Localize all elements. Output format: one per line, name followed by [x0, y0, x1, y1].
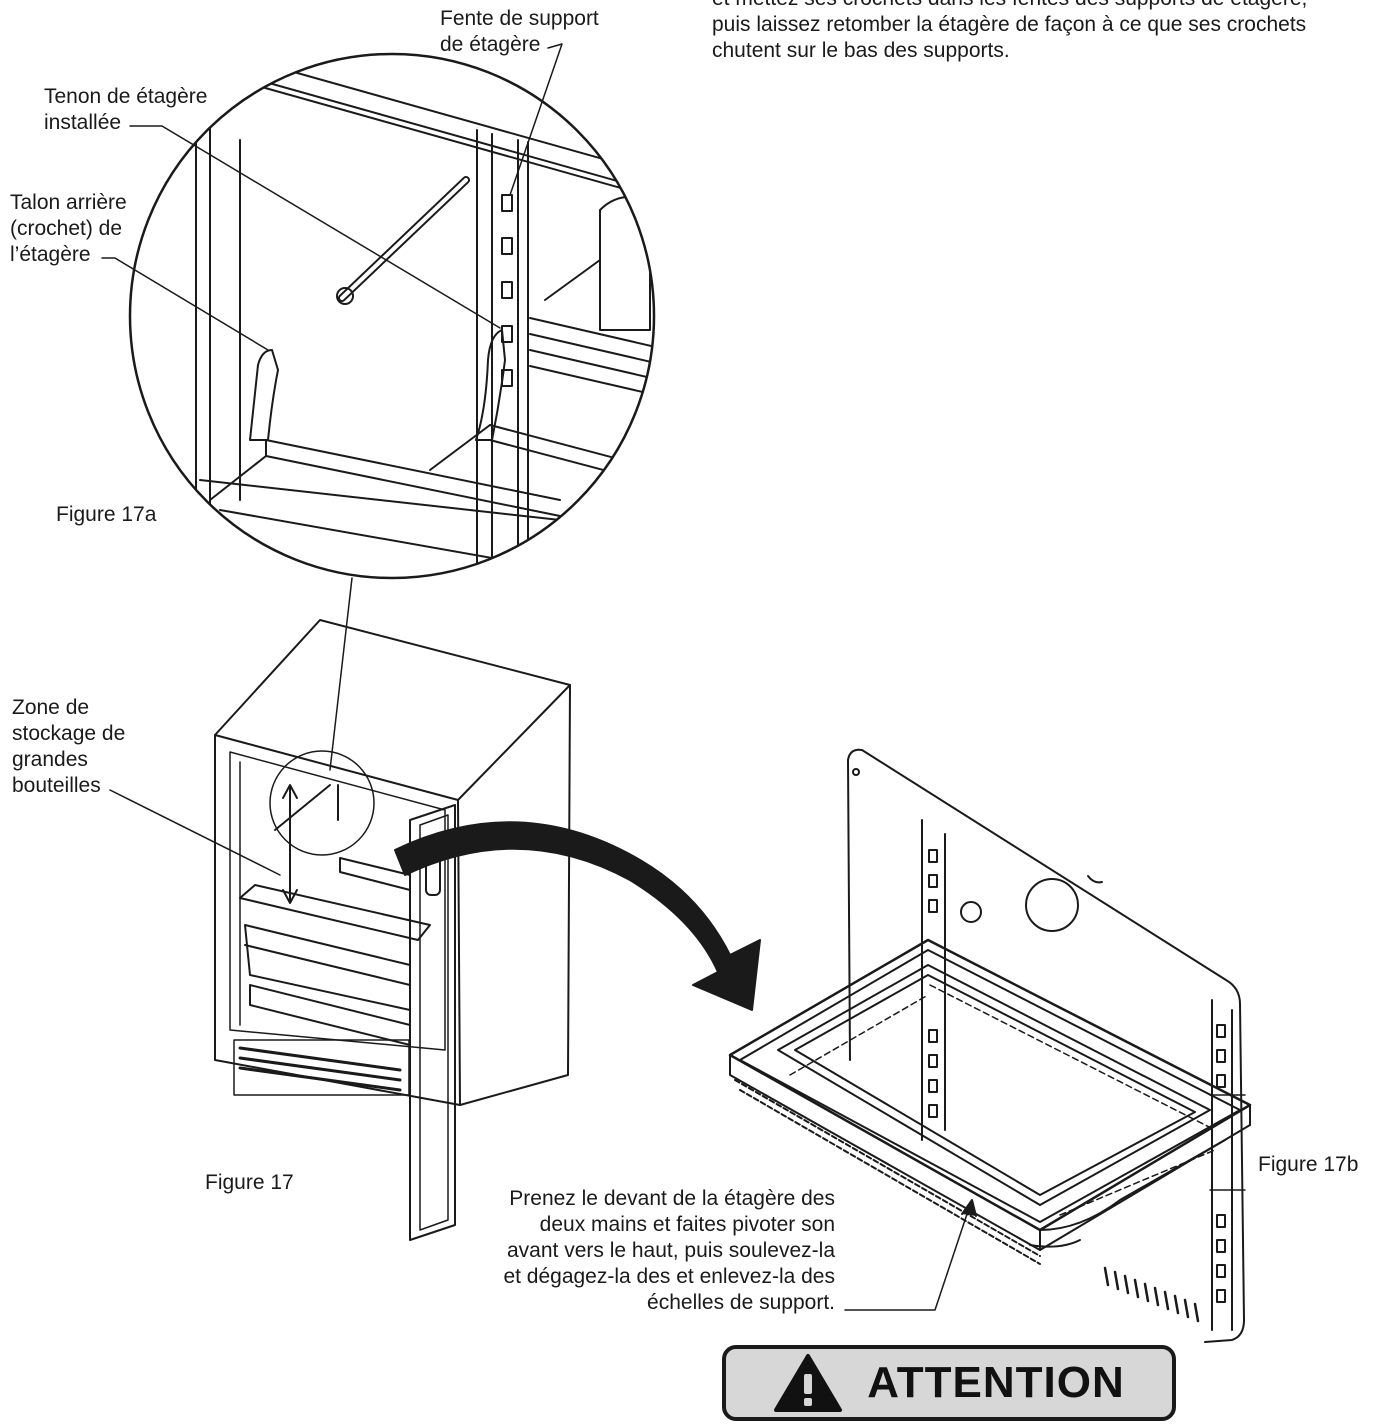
attention-label: ATTENTION [867, 1358, 1125, 1407]
warning-triangle-icon [774, 1354, 843, 1412]
figure-17a-caption: Figure 17a [56, 503, 157, 526]
label-slot: Fente de support de étagère [440, 7, 599, 56]
instruction-paragraph: et mettez ses crochets dans les fentes d… [712, 0, 1307, 62]
shelf-removal-drawing [728, 748, 1252, 1343]
magnified-detail-circle [128, 52, 656, 580]
label-remove-instructions: Prenez le devant de la étagère des deux … [503, 1187, 835, 1314]
label-tenon: Tenon de étagère installée [44, 85, 208, 134]
refrigerator-drawing [109, 619, 571, 1241]
figure-17b-caption: Figure 17b [1258, 1153, 1359, 1176]
callout-leaders [101, 43, 563, 351]
transition-arrow [394, 821, 761, 1011]
figure-17-caption: Figure 17 [205, 1171, 294, 1194]
attention-banner: ATTENTION [722, 1345, 1176, 1421]
label-zone: Zone de stockage de grandes bouteilles [12, 696, 126, 797]
label-talon: Talon arrière (crochet) de l’étagère [10, 191, 127, 266]
